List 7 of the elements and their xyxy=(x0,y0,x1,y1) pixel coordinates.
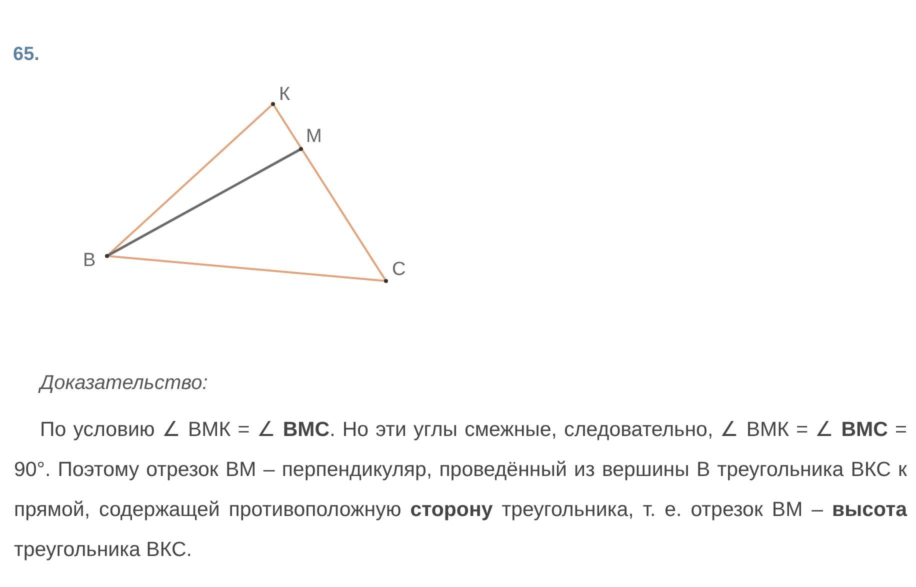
vertex-label: К xyxy=(279,84,290,106)
vertex-label: М xyxy=(306,126,322,148)
proof-paragraph: По условию ∠ ВМК = ∠ ВМС. Но эти углы смежные, следовательно, ∠ ВМК = ∠ ВМС = 90°. Поэтому отрезок ВМ – перпендикуляр, проведённый из вершины В треугольника ВКС к прямой, содержащей противоположную сторону треугольника, т. е. отрезок ВМ – высота треугольника ВКС. xyxy=(14,417,907,563)
proof-heading: Доказательство: xyxy=(40,372,208,395)
vertex-label: В xyxy=(83,250,96,272)
vertex-label: С xyxy=(392,259,406,281)
problem-number: 65. xyxy=(13,44,40,66)
